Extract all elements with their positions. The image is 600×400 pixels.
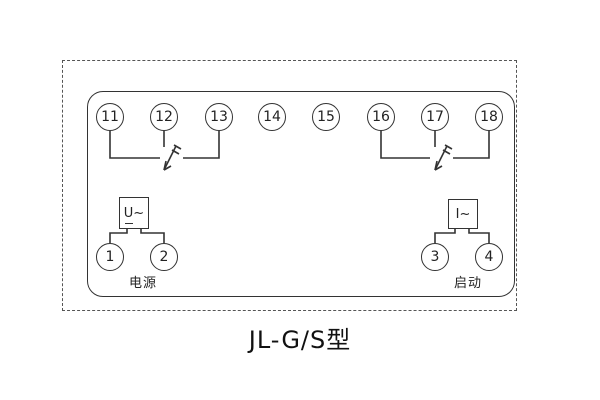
- polarity-mark: [125, 223, 133, 224]
- wire-terminal-1: [109, 229, 128, 243]
- model-caption: JL-G/S型: [248, 326, 352, 354]
- wire-terminal-3: [434, 229, 456, 243]
- voltage-element-box: U~: [119, 197, 149, 229]
- terminal-12: 12: [150, 103, 178, 131]
- relay-outline-dashed: [62, 60, 517, 311]
- wire-terminal-2: [140, 229, 165, 243]
- terminal-4: 4: [475, 243, 503, 271]
- terminal-15: 15: [312, 103, 340, 131]
- wire-terminal-11: [109, 131, 160, 159]
- contact-arrow-right: [434, 144, 453, 171]
- terminal-13: 13: [205, 103, 233, 131]
- voltage-element-label: U~: [123, 205, 145, 221]
- current-element-label: I~: [455, 206, 471, 222]
- terminal-11: 11: [96, 103, 124, 131]
- terminal-3: 3: [421, 243, 449, 271]
- start-label: 启动: [453, 276, 482, 291]
- wire-terminal-4: [468, 229, 490, 243]
- terminal-16: 16: [367, 103, 395, 131]
- terminal-1: 1: [96, 243, 124, 271]
- terminal-18: 18: [475, 103, 503, 131]
- wire-terminal-16: [380, 131, 430, 159]
- terminal-14: 14: [258, 103, 286, 131]
- wire-terminal-18: [453, 131, 490, 159]
- current-element-box: I~: [448, 199, 478, 229]
- contact-arrow-left: [163, 144, 182, 171]
- terminal-17: 17: [421, 103, 449, 131]
- terminal-2: 2: [150, 243, 178, 271]
- wire-terminal-13: [183, 131, 220, 159]
- power-label: 电源: [128, 276, 157, 291]
